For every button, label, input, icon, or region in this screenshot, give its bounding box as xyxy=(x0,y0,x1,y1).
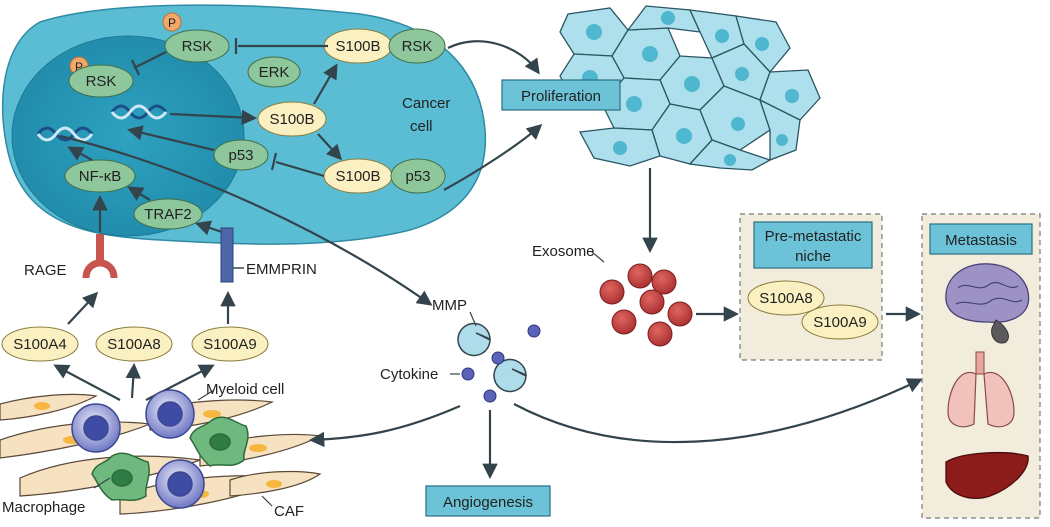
proliferation-box: Proliferation xyxy=(501,79,621,111)
rsk-cytoplasm-pill: RSK xyxy=(164,29,230,63)
svg-text:cell: cell xyxy=(410,118,433,135)
s100a4-pill: S100A4 xyxy=(1,326,79,362)
dna-icon xyxy=(36,126,94,142)
traf2-pill: TRAF2 xyxy=(133,198,203,230)
pre-metastatic-niche-panel: Pre-metastatic niche S100A8 S100A9 xyxy=(739,213,883,361)
nfkb-pill: NF-κB xyxy=(64,159,136,193)
svg-text:Angiogenesis: Angiogenesis xyxy=(443,494,533,511)
pathway-arrows xyxy=(59,40,923,480)
svg-text:Cancer: Cancer xyxy=(402,95,450,112)
exosome-cluster xyxy=(599,263,693,347)
emmprin-receptor-icon xyxy=(220,227,234,283)
svg-text:RSK: RSK xyxy=(182,38,213,55)
angiogenesis-box: Angiogenesis xyxy=(425,485,551,517)
phospho-icon: P xyxy=(162,12,182,32)
rsk-nucleus-pill: RSK xyxy=(68,64,134,98)
s100b-rsk-complex: S100B RSK xyxy=(323,28,446,64)
cytokine-label: Cytokine xyxy=(380,366,438,383)
svg-text:p53: p53 xyxy=(228,147,253,164)
mmp-label: MMP xyxy=(432,297,467,314)
svg-text:TRAF2: TRAF2 xyxy=(144,206,192,223)
svg-text:S100A9: S100A9 xyxy=(813,314,866,331)
cell-arrows xyxy=(67,38,343,236)
cytokine-icon xyxy=(461,324,541,403)
s100a8-pill: S100A8 xyxy=(95,326,173,362)
cancer-cell-label: Cancer cell xyxy=(402,95,450,135)
s100b-p53-complex: S100B p53 xyxy=(323,158,446,194)
svg-text:RSK: RSK xyxy=(402,38,433,55)
svg-text:S100A9: S100A9 xyxy=(203,336,256,353)
svg-text:Metastasis: Metastasis xyxy=(945,232,1017,249)
p53-pill: p53 xyxy=(213,139,269,171)
svg-text:p53: p53 xyxy=(405,168,430,185)
svg-text:S100B: S100B xyxy=(269,111,314,128)
svg-text:S100A4: S100A4 xyxy=(13,336,66,353)
svg-text:niche: niche xyxy=(795,248,831,265)
rage-label: RAGE xyxy=(24,262,67,279)
mmp-icon xyxy=(457,322,527,393)
liver-icon xyxy=(945,451,1029,499)
lungs-icon xyxy=(947,351,1015,428)
svg-text:ERK: ERK xyxy=(259,64,290,81)
svg-text:S100A8: S100A8 xyxy=(107,336,160,353)
nucleus xyxy=(11,35,245,237)
macrophage-label: Macrophage xyxy=(2,499,85,516)
exosome-label: Exosome xyxy=(532,243,595,260)
svg-text:S100A8: S100A8 xyxy=(759,290,812,307)
svg-text:Pre-metastatic: Pre-metastatic xyxy=(765,228,862,245)
s100b-pill: S100B xyxy=(257,101,327,137)
s100a9-pill: S100A9 xyxy=(191,326,269,362)
svg-text:Proliferation: Proliferation xyxy=(521,88,601,105)
rage-receptor-icon xyxy=(82,234,118,279)
emmprin-label: EMMPRIN xyxy=(246,261,317,278)
erk-pill: ERK xyxy=(247,56,301,88)
myeloid-cell-label: Myeloid cell xyxy=(206,381,284,398)
svg-text:S100B: S100B xyxy=(335,38,380,55)
dna-icon xyxy=(110,104,168,120)
svg-text:P: P xyxy=(168,16,176,30)
caf-label: CAF xyxy=(274,503,304,520)
svg-text:P: P xyxy=(75,60,83,74)
svg-text:RSK: RSK xyxy=(86,73,117,90)
svg-text:NF-κB: NF-κB xyxy=(79,168,122,185)
brain-icon xyxy=(945,263,1030,344)
svg-text:S100B: S100B xyxy=(335,168,380,185)
stroma-cells xyxy=(0,389,322,515)
